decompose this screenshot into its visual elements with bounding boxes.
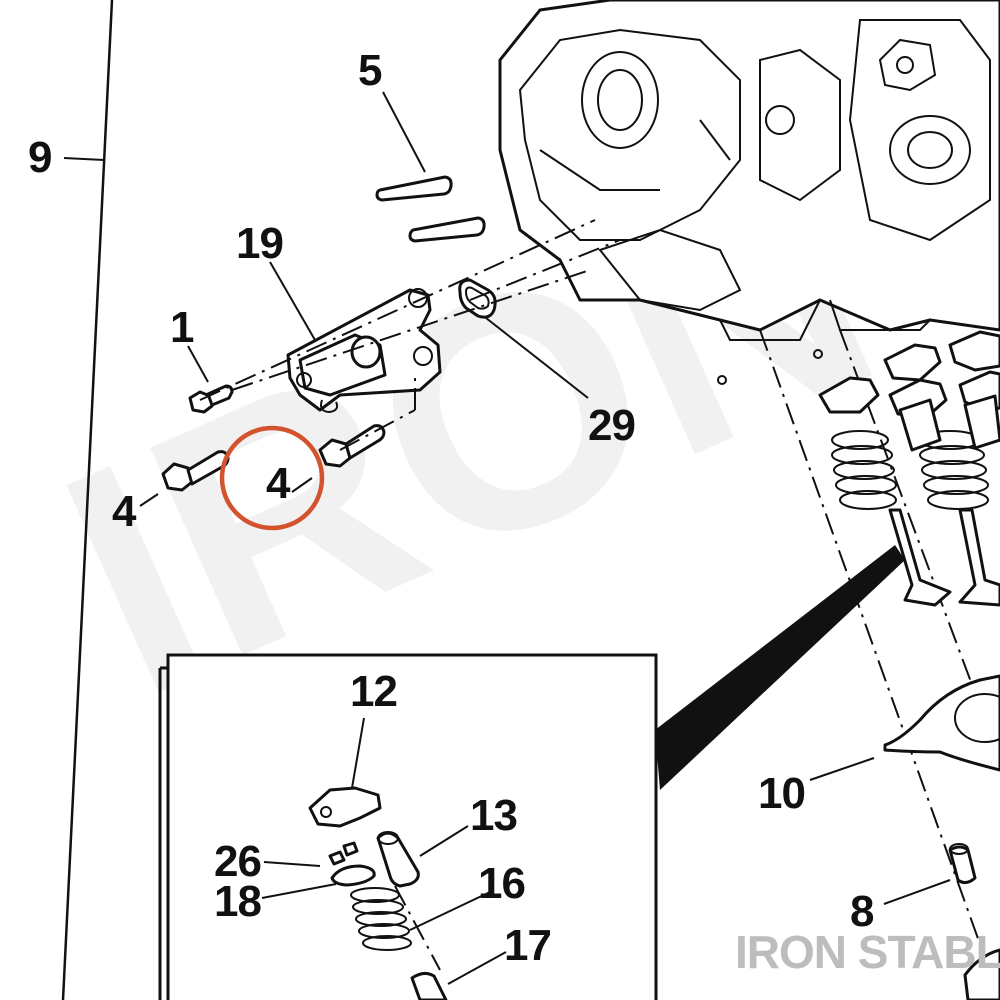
highlight-circle bbox=[219, 425, 325, 531]
leader-lines bbox=[63, 91, 951, 985]
callout-4-left: 4 bbox=[112, 487, 137, 536]
head-gasket-10 bbox=[883, 674, 1000, 772]
callout-19: 19 bbox=[236, 219, 283, 268]
detail-pointer bbox=[655, 545, 905, 790]
watermark-iron-stable: IRON STABLE bbox=[735, 926, 1000, 978]
callout-12: 12 bbox=[350, 667, 397, 716]
callout-16: 16 bbox=[478, 859, 525, 908]
cam-support-plate bbox=[286, 288, 442, 414]
inset-parts bbox=[308, 786, 448, 1000]
callout-26: 26 bbox=[214, 837, 261, 886]
dowel-pins-5 bbox=[375, 175, 486, 243]
callout-8: 8 bbox=[850, 887, 874, 936]
bolt-4-right bbox=[318, 424, 386, 468]
cylinder-head-casting bbox=[498, 0, 1000, 341]
dowel-8 bbox=[948, 845, 977, 885]
callout-13: 13 bbox=[470, 791, 517, 840]
frame-border-line bbox=[61, 0, 114, 1000]
callout-17: 17 bbox=[504, 921, 551, 970]
callout-5: 5 bbox=[358, 46, 382, 95]
callout-10: 10 bbox=[758, 769, 805, 818]
callout-29: 29 bbox=[588, 401, 635, 450]
callout-18: 18 bbox=[214, 877, 261, 926]
callout-4-highlighted: 4 bbox=[266, 459, 291, 508]
callout-9: 9 bbox=[28, 133, 51, 182]
callout-1: 1 bbox=[170, 303, 194, 352]
valve-train-assembly bbox=[818, 330, 1000, 607]
detail-inset-frame bbox=[166, 653, 658, 1000]
